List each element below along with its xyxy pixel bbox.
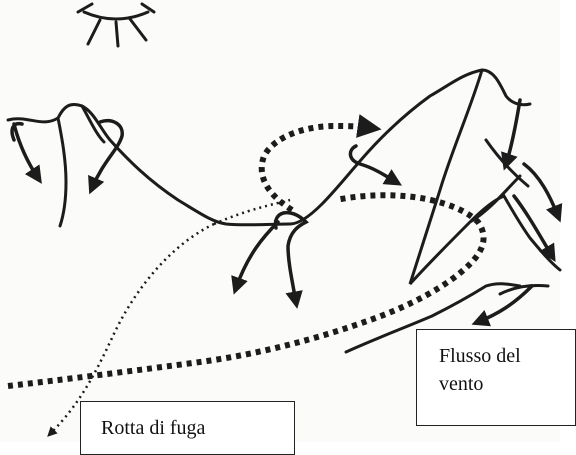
- escape-route-label-box: Rotta di fuga: [80, 401, 295, 455]
- sun-icon: [78, 4, 154, 46]
- wind-arrow-icon: [12, 100, 558, 322]
- mountain-ridge: [8, 70, 530, 225]
- escape-route-label: Rotta di fuga: [101, 417, 205, 439]
- wind-flow-label: Flusso del vento: [439, 345, 521, 395]
- wind-flow-label-box: Flusso del vento: [416, 329, 576, 426]
